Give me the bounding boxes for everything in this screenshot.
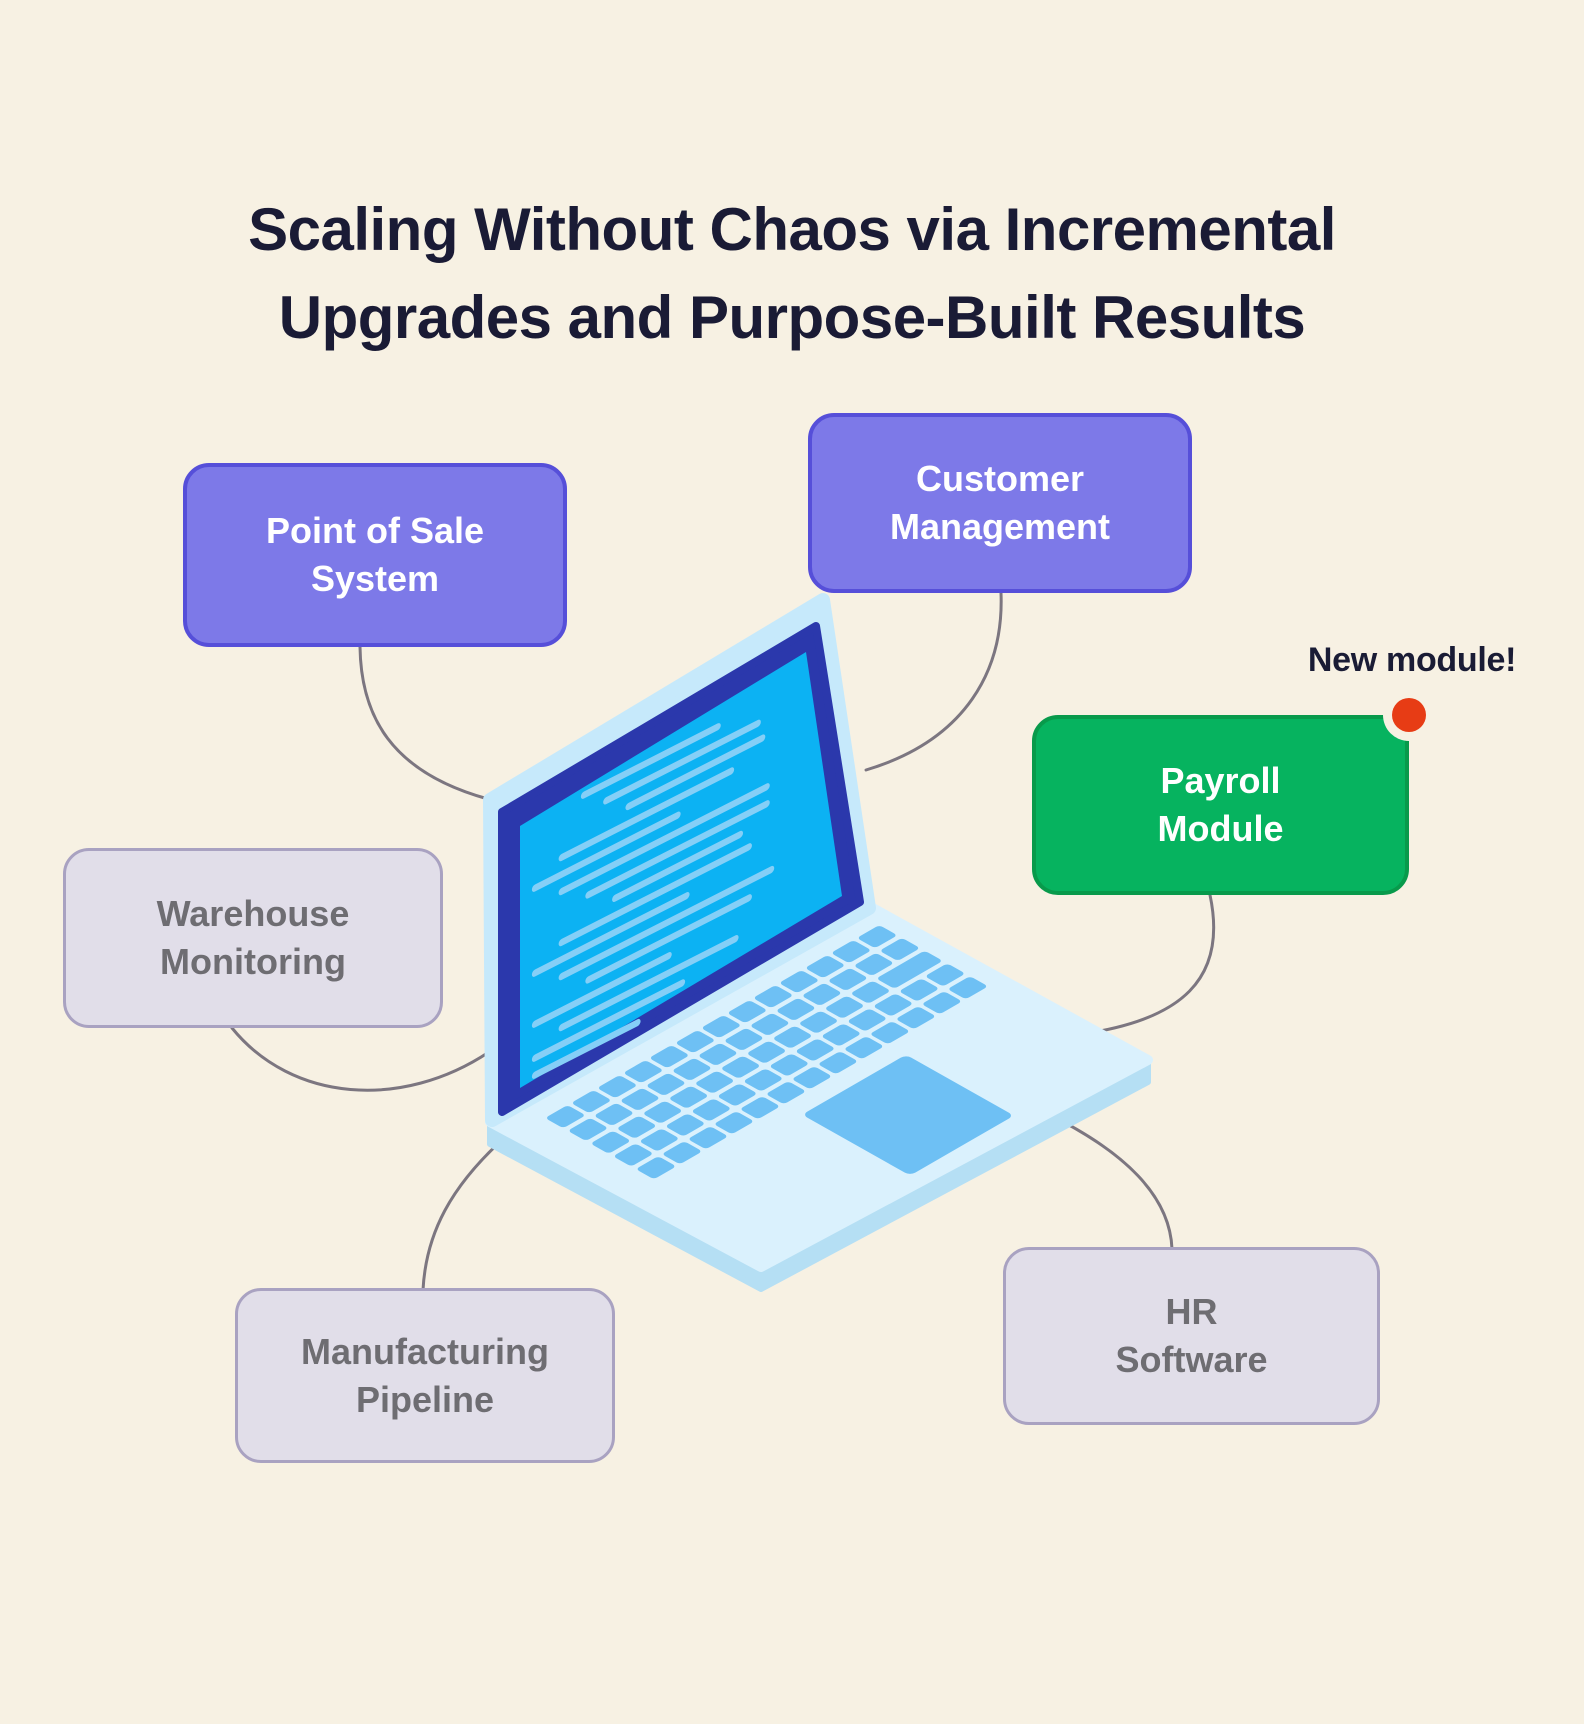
label-line: Warehouse [156, 893, 350, 934]
enter-key [878, 951, 941, 988]
label-line: Software [1115, 1339, 1268, 1380]
page-title: Scaling Without Chaos via Incremental Up… [122, 186, 1462, 362]
module-card-point-of-sale: Point of Sale System [183, 463, 567, 647]
module-label-point-of-sale: Point of Sale System [266, 507, 484, 603]
connector-manufacturing [421, 1138, 504, 1292]
label-line: Point of Sale [265, 510, 485, 551]
connector-customer-management [864, 591, 1003, 772]
label-line: Management [889, 506, 1111, 547]
connector-warehouse [230, 1026, 491, 1092]
label-line: Pipeline [355, 1378, 495, 1420]
new-module-annotation: New module! [1307, 641, 1517, 679]
laptop-keyboard [545, 925, 1011, 1180]
laptop-screen [520, 652, 842, 1088]
module-label-hr-software: HR Software [1115, 1288, 1267, 1384]
label-line: Manufacturing [301, 1330, 549, 1372]
module-label-warehouse-monitoring: Warehouse Monitoring [157, 890, 350, 986]
label-line: System [310, 558, 440, 599]
label-line: Module [1157, 808, 1284, 849]
module-card-payroll: Payroll Module [1032, 689, 1435, 895]
laptop-trackpad [805, 1056, 1011, 1174]
module-label-payroll: Payroll Module [1158, 757, 1284, 853]
module-label-manufacturing-pipeline: Manufacturing Pipeline [301, 1328, 549, 1424]
page-title-line-2: Upgrades and Purpose-Built Results [278, 284, 1306, 352]
keyboard-row-3 [590, 951, 941, 1154]
label-line: Payroll [1160, 760, 1281, 801]
module-card-customer-management: Customer Management [808, 413, 1192, 593]
label-line: Customer [915, 458, 1084, 499]
module-card-hr-software: HR Software [1003, 1247, 1380, 1425]
module-card-warehouse-monitoring: Warehouse Monitoring [63, 848, 443, 1028]
module-card-manufacturing-pipeline: Manufacturing Pipeline [235, 1288, 615, 1463]
laptop-lid [483, 593, 876, 1127]
page-title-line-1: Scaling Without Chaos via Incremental [248, 196, 1336, 264]
label-line: Monitoring [160, 941, 346, 982]
label-line: HR [1165, 1291, 1218, 1332]
connector-lines [230, 591, 1216, 1292]
connector-payroll [1080, 893, 1216, 1036]
new-module-dot [1392, 698, 1426, 732]
connector-point-of-sale [358, 645, 490, 801]
connector-hr [1046, 1112, 1174, 1251]
screen-code-lines [531, 719, 775, 1079]
module-label-customer-management: Customer Management [890, 455, 1110, 551]
